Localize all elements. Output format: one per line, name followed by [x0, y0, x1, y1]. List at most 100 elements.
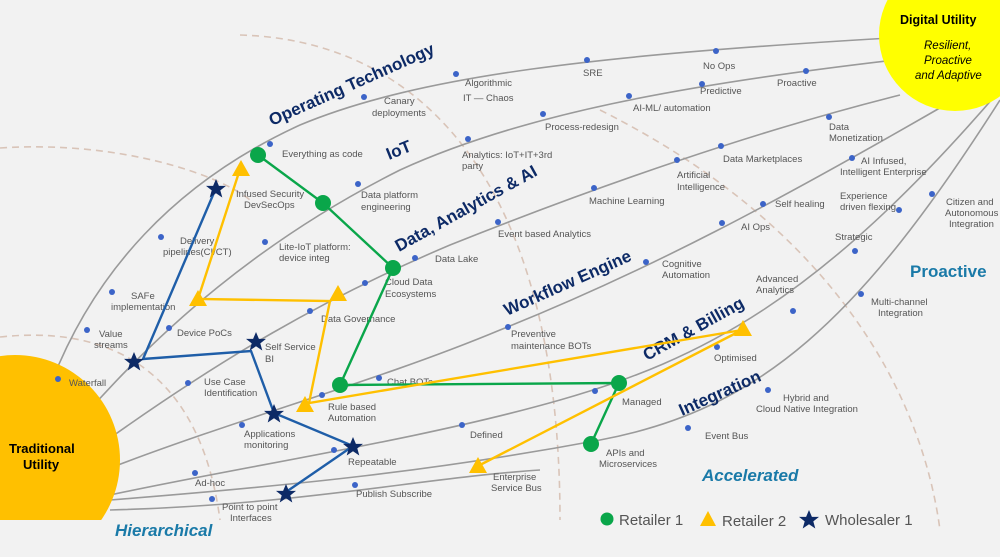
label-algorithmic: Algorithmic: [465, 78, 512, 89]
label-pubsub: Publish Subscribe: [356, 489, 432, 500]
label-apis-2: Microservices: [599, 459, 657, 470]
label-monetization: Data: [829, 122, 850, 133]
milestone-dot: [362, 280, 368, 286]
milestone-dot: [591, 185, 597, 191]
label-monetization-2: Monetization: [829, 133, 883, 144]
label-managed: Managed: [622, 397, 662, 408]
milestone-dot: [355, 181, 361, 187]
label-value-streams: Value: [99, 329, 123, 340]
milestone-dot: [412, 255, 418, 261]
label-everything-as-code: Everything as code: [282, 149, 363, 160]
label-event-bus: Event Bus: [705, 431, 749, 442]
label-aiops: AI Ops: [741, 222, 770, 233]
label-chat-bots: Chat BOTs: [387, 377, 433, 388]
label-multichannel: Multi-channel: [871, 297, 928, 308]
traditional-utility-circle: [0, 355, 120, 557]
milestone-dot: [826, 114, 832, 120]
milestone-dot: [331, 447, 337, 453]
label-algorithmic-2: IT — Chaos: [463, 93, 514, 104]
label-rule-based: Rule based: [328, 402, 376, 413]
milestone-dot: [714, 344, 720, 350]
milestone-dot: [185, 380, 191, 386]
label-p2p: Point to point: [222, 502, 278, 513]
label-use-case-2: Identification: [204, 388, 257, 399]
label-analytics-iot-2: party: [462, 161, 483, 172]
label-esb: Enterprise: [493, 472, 536, 483]
wholesaler-1-marker: [206, 179, 226, 198]
label-cloud-data-2: Ecosystems: [385, 289, 436, 300]
milestone-dots: [55, 48, 935, 502]
milestone-dot: [718, 143, 724, 149]
retailer-1-marker: [332, 377, 348, 393]
legend-retailer-1: Retailer 1: [619, 512, 683, 529]
milestone-dot: [674, 157, 680, 163]
label-esb-2: Service Bus: [491, 483, 542, 494]
label-multichannel-2: Integration: [878, 308, 923, 319]
digital-utility-subtitle-3: and Adaptive: [915, 70, 982, 82]
label-optimised: Optimised: [714, 353, 757, 364]
milestone-dot: [158, 234, 164, 240]
traditional-utility-label-2: Utility: [23, 457, 60, 472]
label-marketplaces: Data Marketplaces: [723, 154, 802, 165]
milestone-dot: [376, 375, 382, 381]
label-preventive-2: maintenance BOTs: [511, 341, 592, 352]
label-lite-iot: Lite-IoT platform:: [279, 242, 351, 253]
label-data-governance: Data Governance: [321, 314, 395, 325]
legend-triangle-icon: [700, 511, 716, 526]
label-value-streams-2: streams: [94, 340, 128, 351]
wholesaler-1-marker: [343, 437, 363, 456]
retailer-1-marker: [611, 375, 627, 391]
label-use-case: Use Case: [204, 377, 246, 388]
label-analytics-iot: Analytics: IoT+IT+3rd: [462, 150, 552, 161]
milestone-dot: [166, 325, 172, 331]
track-curves: [44, 37, 1000, 511]
label-cloud-data: Cloud Data: [385, 277, 433, 288]
milestone-dot: [352, 482, 358, 488]
label-experience: Experience: [840, 191, 888, 202]
milestone-dot: [55, 376, 61, 382]
milestone-dot: [685, 425, 691, 431]
label-repeatable: Repeatable: [348, 457, 397, 468]
retailer-2-marker: [734, 320, 752, 336]
label-delivery: Delivery: [180, 236, 215, 247]
label-hybrid-2: Cloud Native Integration: [756, 404, 858, 415]
milestone-dot: [760, 201, 766, 207]
milestone-dot: [790, 308, 796, 314]
label-data-lake: Data Lake: [435, 254, 478, 265]
category-workflow-engine: Workflow Engine: [501, 246, 634, 319]
label-proactive-point: Proactive: [777, 78, 817, 89]
digital-utility-circle: [879, 0, 1000, 111]
milestone-dot: [307, 308, 313, 314]
arc-3: [239, 34, 561, 521]
label-app-monitoring-2: monitoring: [244, 440, 288, 451]
label-aiml: AI-ML/ automation: [633, 103, 711, 114]
label-data-platform-2: engineering: [361, 202, 411, 213]
label-self-service: Self Service: [265, 342, 316, 353]
digital-utility-subtitle-2: Proactive: [924, 55, 972, 67]
label-process-redesign: Process-redesign: [545, 122, 619, 133]
label-devsecops: Infused Security: [236, 189, 304, 200]
milestone-dot: [267, 141, 273, 147]
label-strategic: Strategic: [835, 232, 873, 243]
label-ai-infused-2: Intelligent Enterprise: [840, 167, 927, 178]
label-experience-2: driven flexing: [840, 202, 896, 213]
milestone-dot: [453, 71, 459, 77]
legend-retailer-2: Retailer 2: [722, 513, 786, 530]
legend: Retailer 1 Retailer 2 Wholesaler 1: [600, 510, 913, 530]
label-canary: Canary: [384, 96, 415, 107]
label-safe-2: implementation: [111, 302, 175, 313]
label-adhoc: Ad-hoc: [195, 478, 225, 489]
label-cognitive-2: Automation: [662, 270, 710, 281]
milestone-dot: [719, 220, 725, 226]
milestone-dot: [896, 207, 902, 213]
label-self-service-2: BI: [265, 354, 274, 365]
stage-accelerated: Accelerated: [701, 466, 799, 485]
label-advanced-analytics-2: Analytics: [756, 285, 794, 296]
category-data-analytics-ai: Data, Analytics & AI: [392, 162, 541, 256]
label-preventive: Preventive: [511, 329, 556, 340]
milestone-dot: [109, 289, 115, 295]
legend-wholesaler-1: Wholesaler 1: [825, 512, 913, 529]
arc-1: [0, 146, 251, 201]
milestone-dot: [643, 259, 649, 265]
retailer-2-marker: [296, 396, 314, 412]
